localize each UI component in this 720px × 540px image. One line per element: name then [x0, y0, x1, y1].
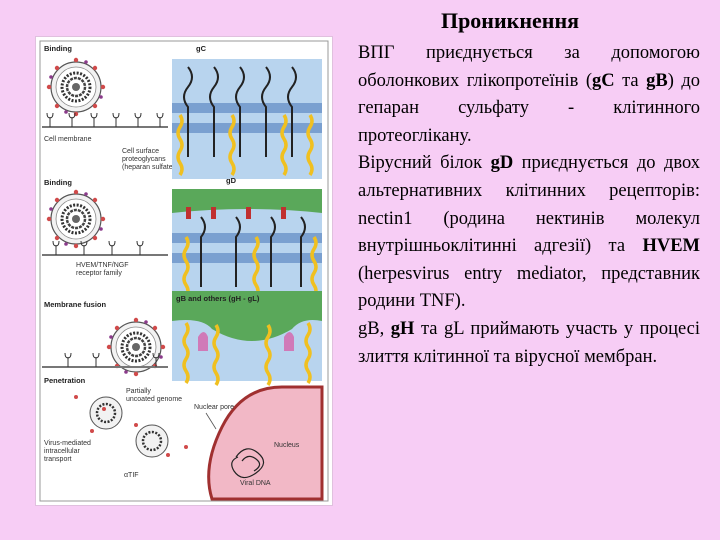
svg-text:intracellular: intracellular [44, 448, 80, 455]
proteoglycans-label: Cell surface [122, 148, 159, 155]
body-text: ВПГ приєднується за допомогою оболонкови… [358, 40, 700, 371]
herpes-entry-figure: Binding Cell membrane Cell surface prote… [36, 37, 332, 505]
panel-binding-gd: Binding HVEM/TNF/NGF receptor family gD [42, 176, 322, 299]
gc-label: gC [196, 44, 207, 53]
text-run: gB, [358, 318, 391, 339]
bold-term: gH [390, 318, 415, 339]
paragraph-2: Вірусний білок gD приєднується до двох а… [358, 150, 700, 316]
nucleus-label: Nucleus [274, 442, 300, 449]
panel2-title: Binding [44, 178, 72, 187]
paragraph-1: ВПГ приєднується за допомогою оболонкови… [358, 40, 700, 150]
viral-dna-label: Viral DNA [240, 480, 271, 487]
svg-text:proteoglycans: proteoglycans [122, 156, 166, 163]
bold-term: gB [646, 70, 668, 91]
text-run: Вірусний білок [358, 153, 491, 174]
bold-term: gC [592, 70, 615, 91]
nuclear-pore-label: Nuclear pore [194, 404, 234, 411]
panel3-title: Membrane fusion [44, 300, 107, 309]
panel4-title: Penetration [44, 376, 86, 385]
paragraph-3: gB, gH та gL приймають участь у процесі … [358, 316, 700, 371]
gd-label: gD [226, 176, 237, 185]
alpha-tif-label: αTIF [124, 472, 139, 479]
cell-membrane-label: Cell membrane [44, 136, 92, 143]
panel-penetration: Penetration Nucleus Viral DNA Nuclear po… [44, 376, 324, 501]
svg-text:uncoated genome: uncoated genome [126, 396, 182, 403]
text-run: та gL приймають участь у процесі злиття … [358, 318, 700, 367]
receptor-label: HVEM/TNF/NGF [76, 262, 129, 269]
bold-term: gD [490, 153, 514, 174]
text-run: (herpesvirus entry mediator, представник… [358, 263, 700, 312]
text-run: ) до гепаран сульфату - клітинного проте… [358, 70, 700, 146]
transport-label: Virus-mediated [44, 440, 91, 447]
panel-binding-gc: Binding Cell membrane Cell surface prote… [42, 44, 322, 179]
text-run: ВПГ приєднується за допомогою оболонкови… [358, 43, 700, 91]
panel-membrane-fusion: Membrane fusion gB and others (gH - gL) [42, 291, 322, 387]
text-run: приєднується до двох альтернативних кліт… [358, 153, 701, 257]
svg-text:transport: transport [44, 456, 72, 463]
uncoated-label: Partially [126, 388, 151, 395]
slide-title: Проникнення [440, 8, 580, 33]
text-run: та [614, 70, 647, 91]
svg-text:receptor family: receptor family [76, 270, 122, 277]
gb-label: gB and others (gH - gL) [176, 294, 260, 303]
svg-text:(heparan sulfate): (heparan sulfate) [122, 164, 175, 171]
bold-term: HVEM [642, 236, 700, 257]
panel1-title: Binding [44, 44, 72, 53]
